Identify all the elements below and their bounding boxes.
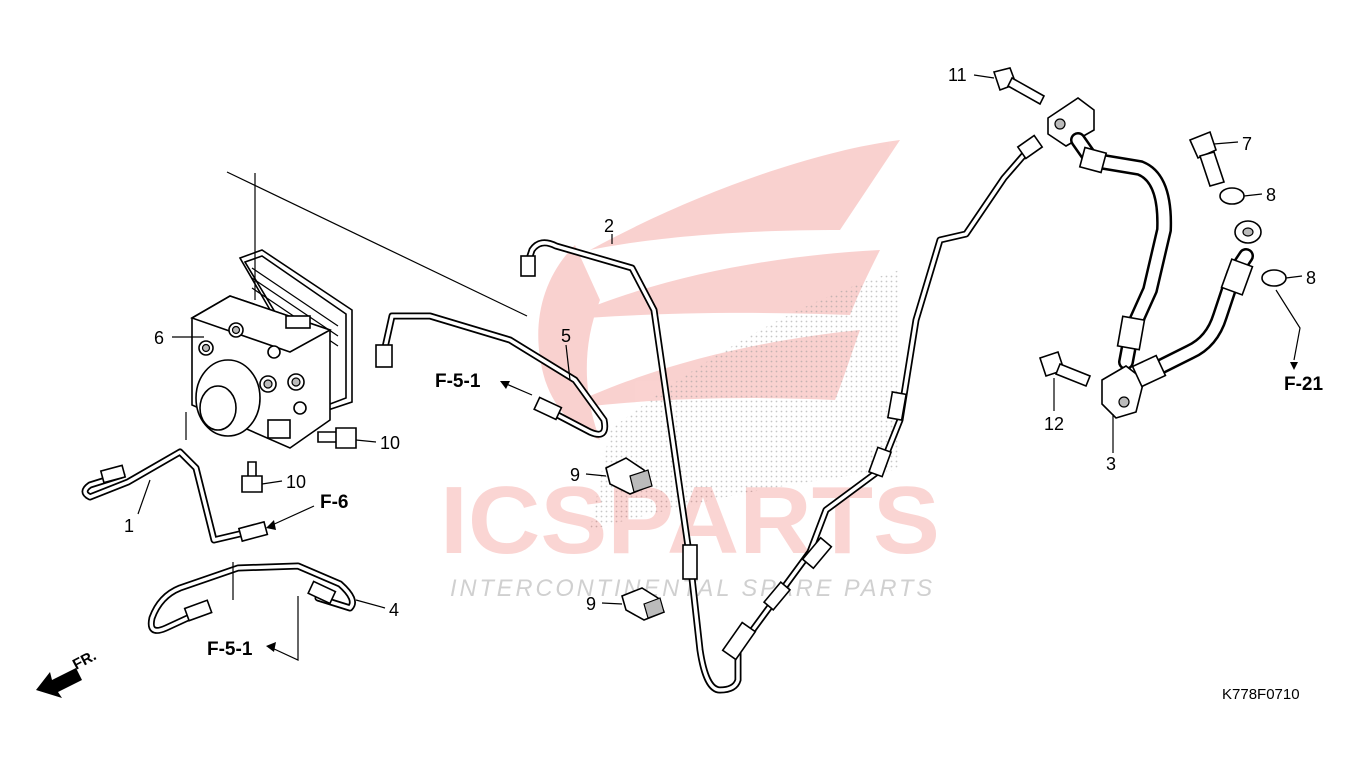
bolt-7 <box>1188 130 1226 187</box>
ref-f-5-1-lower: F-5-1 <box>207 639 253 660</box>
callout-8-upper: 8 <box>1266 185 1276 205</box>
bolt-11 <box>992 67 1046 106</box>
front-arrow-icon <box>36 668 82 698</box>
pipe-4 <box>147 562 356 634</box>
callout-10-upper: 10 <box>380 433 400 453</box>
fitting-lower <box>1101 365 1145 419</box>
arrow-heads <box>266 362 1298 652</box>
callout-2: 2 <box>604 216 614 236</box>
washer-8-upper <box>1219 187 1245 205</box>
callout-6: 6 <box>154 328 164 348</box>
bolt-12 <box>1038 350 1092 388</box>
ref-f-5-1-upper: F-5-1 <box>435 371 481 392</box>
abs-modulator <box>190 249 353 449</box>
hose-banjo <box>1131 220 1262 388</box>
callout-11: 11 <box>948 65 967 85</box>
callout-3: 3 <box>1106 454 1116 474</box>
bolt-10-lower <box>241 461 263 493</box>
watermark: ICSPARTS INTERCONTINENTAL SPARE PARTS <box>440 140 940 602</box>
callout-9-upper: 9 <box>570 465 580 485</box>
ref-f-6: F-6 <box>320 492 349 513</box>
dotted-wing <box>590 270 900 530</box>
pipe-2 <box>520 134 1044 694</box>
bolt-10-upper <box>317 427 357 449</box>
pipe-5 <box>375 312 609 438</box>
callout-4: 4 <box>389 600 399 620</box>
reference-labels: F-5-1 F-6 F-5-1 F-21 <box>207 371 1324 660</box>
pipe-1 <box>81 448 269 544</box>
ref-f-21: F-21 <box>1284 374 1324 395</box>
hose-3 <box>1070 132 1173 370</box>
callout-5: 5 <box>561 326 571 346</box>
washer-8-lower <box>1261 269 1287 287</box>
callout-12: 12 <box>1044 414 1064 434</box>
callout-numbers: 1 2 3 4 5 6 7 8 8 9 9 10 10 11 12 <box>124 65 1316 620</box>
clip-9-lower <box>621 587 666 621</box>
leader-lines <box>137 74 1303 661</box>
diagram-code: K778F0710 <box>1222 686 1300 703</box>
callout-9-lower: 9 <box>586 594 596 614</box>
callout-7: 7 <box>1242 134 1252 154</box>
clip-9-upper <box>605 457 653 495</box>
callout-10-lower: 10 <box>286 472 306 492</box>
callout-8-lower: 8 <box>1306 268 1316 288</box>
front-marker: FR. <box>36 647 99 698</box>
callout-1: 1 <box>124 516 134 536</box>
